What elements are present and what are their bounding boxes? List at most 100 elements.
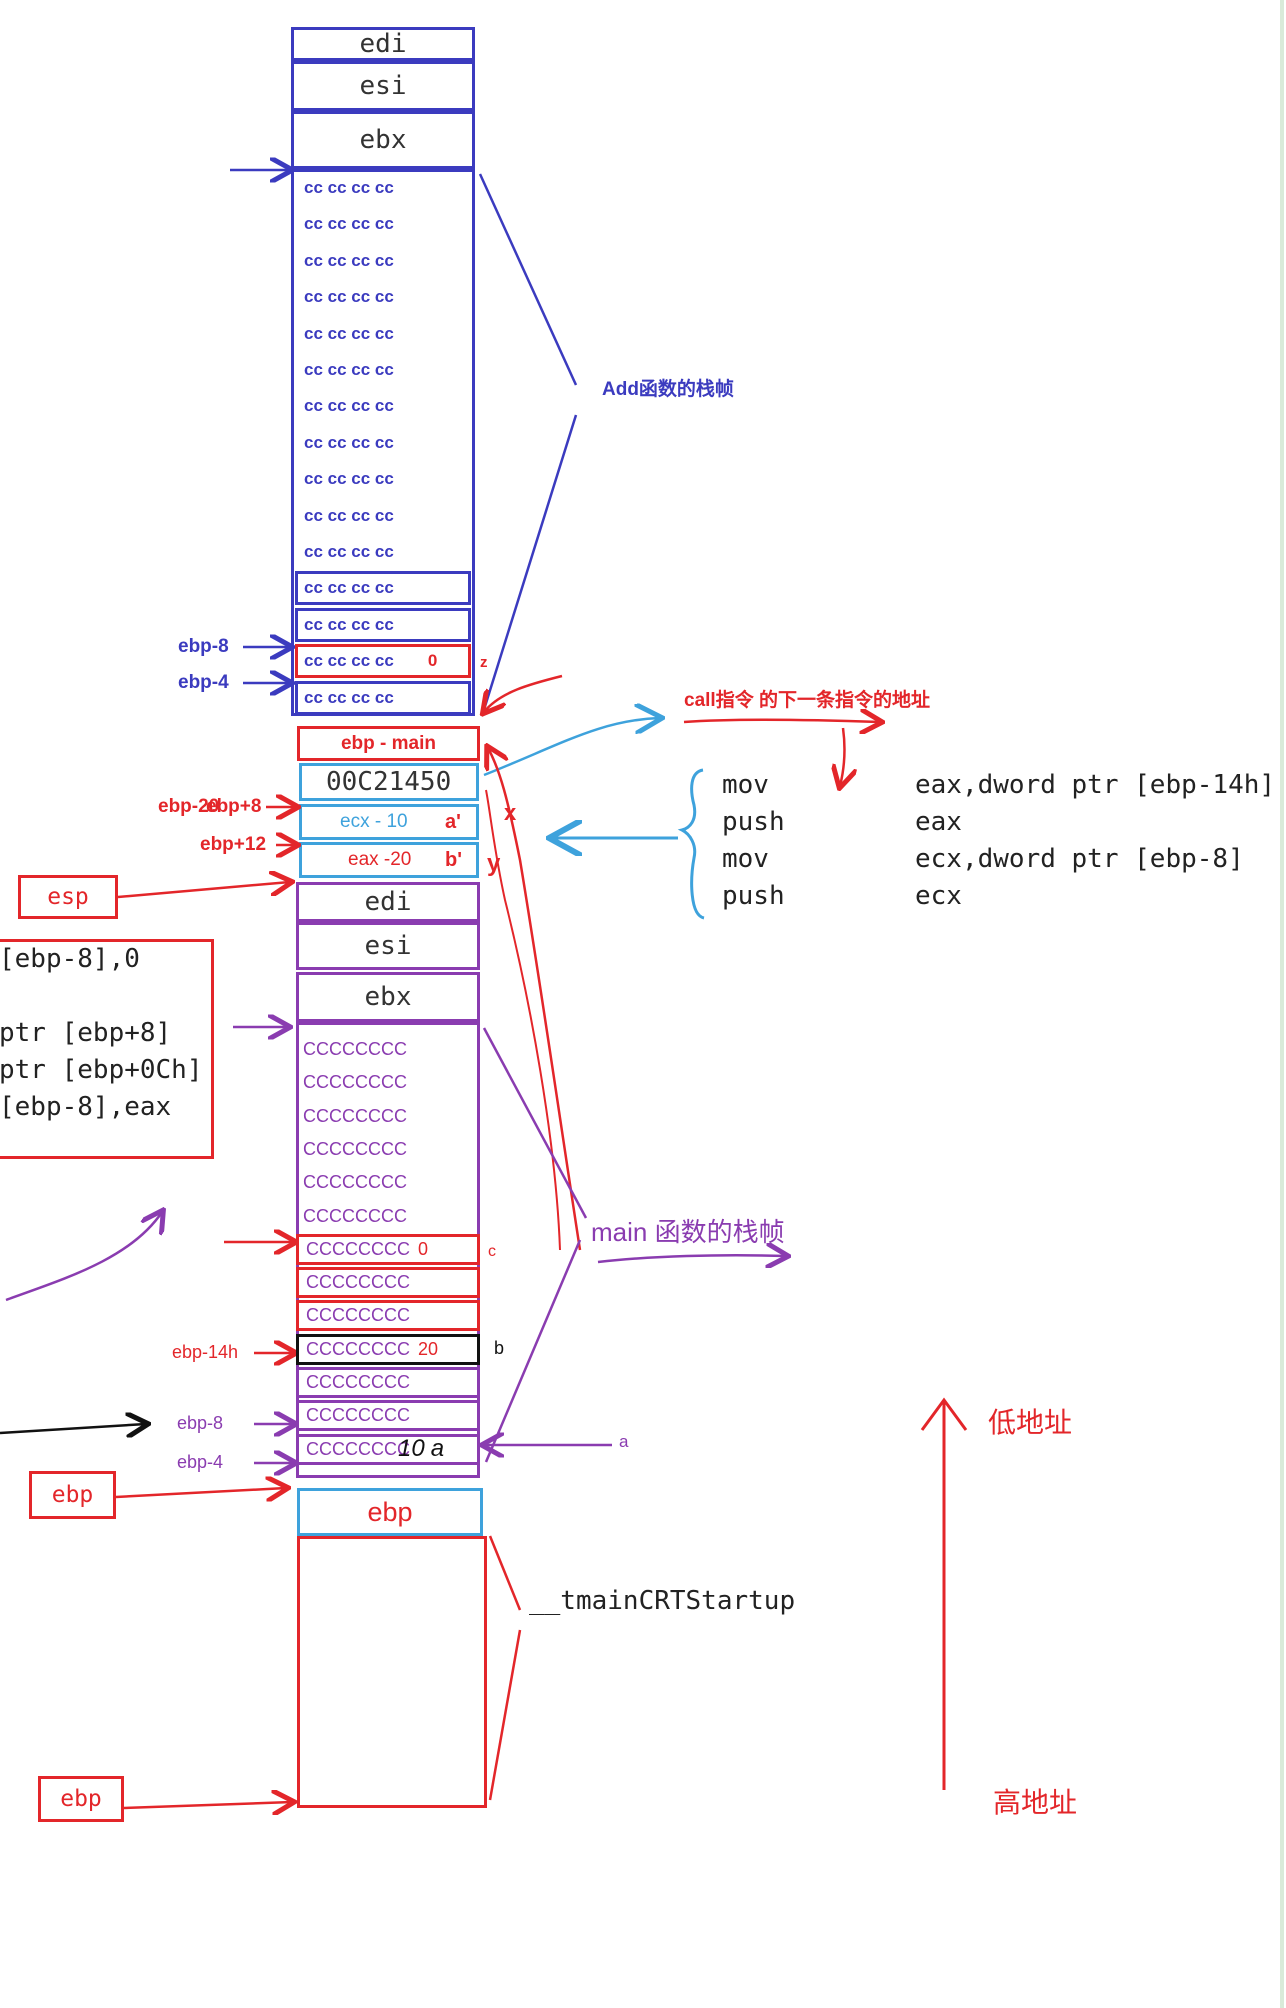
main-cc-value: CCCCCCCC — [303, 1138, 407, 1159]
main-cc-value: CCCCCCCC — [306, 1238, 410, 1259]
a-prime-cell-text: ecx - 10 — [340, 811, 408, 832]
high-address-label: 高地址 — [993, 1787, 1078, 1818]
add-cc-value: cc cc cc cc — [304, 542, 394, 561]
add-cc-row: cc cc cc cc — [298, 499, 468, 533]
main-ebp-box: ebp — [29, 1471, 116, 1519]
main-cc-row: CCCCCCCC — [296, 1300, 480, 1332]
a-prime-label: a' — [445, 811, 461, 833]
caller-frame-block — [297, 1536, 487, 1808]
add-frame-label: Add函数的栈帧 — [602, 379, 734, 400]
bottom-ebp-box: ebp — [38, 1776, 124, 1822]
add-bracket-bottom — [480, 414, 578, 717]
caller-label: __tmainCRTStartup — [529, 1586, 796, 1616]
main-cc-row: CCCCCCCC — [296, 1367, 480, 1398]
main-label-underline — [597, 1255, 786, 1262]
ebp-main-text: ebp - main — [340, 732, 436, 754]
low-address-label: 低地址 — [988, 1407, 1073, 1438]
b-label: b — [494, 1338, 505, 1358]
a-prime-cell: ecx - 10 — [299, 804, 479, 840]
add-cc-value: cc cc cc cc — [304, 578, 394, 598]
return-address-text: 00C21450 — [326, 767, 452, 797]
add-cc-row: cc cc cc cc — [295, 680, 471, 715]
add-cc-value: cc cc cc cc — [304, 214, 394, 234]
main-bracket-top — [482, 1027, 588, 1219]
add-cc-row: cc cc cc cc — [298, 462, 468, 496]
add-cc-row: cc cc cc cc — [295, 571, 471, 606]
left-code-box: [ebp-8],0 ptr [ebp+8] ptr [ebp+0Ch] [ebp… — [0, 939, 214, 1159]
caller-bracket-top — [488, 1535, 522, 1611]
right-edge-line — [1280, 0, 1284, 2008]
esp-box: esp — [18, 875, 118, 919]
main-cc-row: CCCCCCCC — [296, 1034, 480, 1065]
main-saved-ebp-text: ebp — [367, 1496, 413, 1527]
main-ebp-arrow — [115, 1488, 286, 1497]
main-cc-value: CCCCCCCC — [306, 1372, 410, 1392]
add-cc-value: cc cc cc cc — [304, 178, 394, 197]
main-cc-row: CCCCCCCC — [296, 1201, 480, 1232]
ebp-plus-12-label: ebp+12 — [200, 834, 267, 855]
asm-line: ecx — [915, 881, 962, 911]
call-note-label: call指令 的下一条指令的地址 — [684, 690, 930, 711]
b-value: 20 — [418, 1338, 439, 1359]
main-frame-label: main 函数的栈帧 — [591, 1217, 785, 1247]
left-code-line: [ebp-8],0 — [0, 944, 140, 974]
add-cc-row: cc cc cc cc — [298, 353, 468, 387]
main-cc-value: CCCCCCCC — [306, 1338, 410, 1359]
main-ebp-minus-4-label: ebp-4 — [177, 1452, 224, 1472]
add-cc-row: cc cc cc cc — [298, 207, 468, 241]
c-label: c — [488, 1243, 496, 1260]
add-cc-value: cc cc cc cc — [304, 250, 394, 270]
main-cc-row: CCCCCCCC — [296, 1101, 480, 1132]
main-reg-edi: edi — [296, 882, 480, 922]
x-curve — [488, 748, 582, 1251]
main-cc-row: CCCCCCCC — [296, 1067, 480, 1098]
left-code-line: ptr [ebp+0Ch] — [0, 1055, 203, 1085]
add-cc-row: cc cc cc cc — [298, 535, 468, 569]
asm-line: eax — [915, 807, 962, 837]
esp-arrow — [117, 882, 290, 899]
z-value: 0 — [427, 651, 438, 671]
b-prime-label: b' — [445, 849, 462, 871]
call-note-arrow — [683, 720, 880, 722]
add-cc-value: cc cc cc cc — [304, 323, 394, 343]
add-cc-row: cc cc cc cc — [298, 389, 468, 423]
add-reg-edi: edi — [291, 27, 475, 61]
main-cc-row: CCCCCCCC 20 — [296, 1333, 480, 1365]
asm-line: ecx,dword ptr [ebp-8] — [915, 844, 1244, 874]
main-reg-esi: esi — [296, 922, 480, 970]
add-cc-value: cc cc cc cc — [304, 687, 394, 707]
add-cc-row: cc cc cc cc — [298, 317, 468, 351]
bottom-ebp-arrow — [123, 1802, 292, 1808]
asm-block: mov eax,dword ptr [ebp-14h] push eax mov… — [722, 770, 1282, 922]
main-cc-value: CCCCCCCC — [303, 1172, 407, 1193]
asm-line: mov — [722, 770, 769, 800]
esp-text: esp — [47, 884, 89, 910]
main-cc-value: CCCCCCCC — [303, 1072, 407, 1093]
address-direction-arrowhead — [920, 1397, 968, 1431]
caller-bracket-bottom — [488, 1629, 522, 1801]
left-curve-arrow — [5, 1212, 162, 1302]
a-value: 10 — [398, 1435, 425, 1463]
black-arrow — [0, 1424, 146, 1433]
return-address-cell: 00C21450 — [299, 763, 479, 801]
main-ebp-box-text: ebp — [51, 1482, 94, 1508]
left-code-line: [ebp-8],eax — [0, 1092, 172, 1122]
asm-line: push — [722, 881, 785, 911]
main-saved-ebp-cell: ebp — [297, 1488, 483, 1536]
return-addr-arrow — [483, 718, 660, 777]
asm-line: mov — [722, 844, 769, 874]
asm-line: push — [722, 807, 785, 837]
x-label: x — [504, 800, 517, 825]
z-label: z — [480, 654, 488, 671]
a-label: a — [619, 1432, 629, 1451]
add-reg-ebx: ebx — [291, 111, 475, 169]
add-cc-value: cc cc cc cc — [304, 432, 394, 452]
y-label: y — [487, 850, 501, 877]
ebp-main-cell: ebp - main — [297, 726, 480, 761]
add-ebp-minus-4-label: ebp-4 — [178, 672, 229, 693]
add-cc-value: cc cc cc cc — [304, 505, 394, 525]
